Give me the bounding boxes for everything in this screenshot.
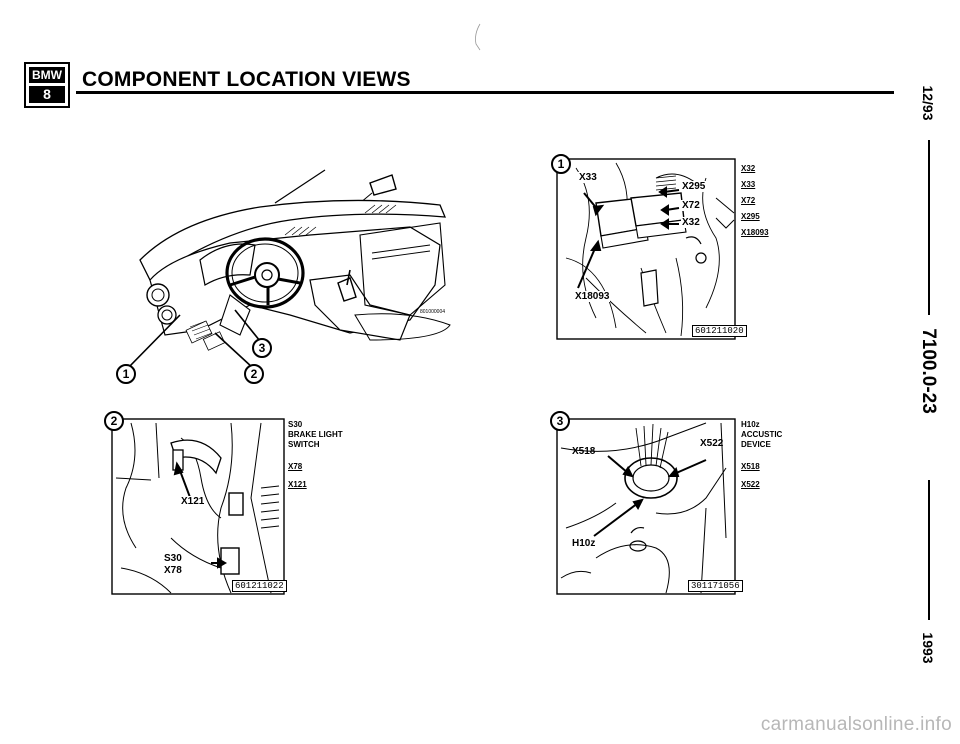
label-x18093: X18093 <box>574 291 611 302</box>
view-2-legend: S30 BRAKE LIGHT SWITCH X78 X121 <box>288 420 343 490</box>
view-2-number: 2 <box>104 411 124 431</box>
legend-x33: X33 <box>741 180 756 189</box>
side-rules <box>928 140 930 620</box>
side-section-number: 7100.0-23 <box>918 328 939 414</box>
legend-x32: X32 <box>741 164 756 173</box>
legend-x72: X72 <box>741 196 756 205</box>
legend-x522: X522 <box>741 480 760 489</box>
view-3-legend: H10z ACCUSTIC DEVICE X518 X522 <box>741 420 782 490</box>
legend-h10z-line-2: ACCUSTIC <box>741 430 783 439</box>
view-3-figure-code: 301171056 <box>688 580 743 592</box>
label-x518: X518 <box>572 446 596 457</box>
watermark: carmanualsonline.info <box>760 714 952 735</box>
label-x295: X295 <box>681 181 707 192</box>
legend-h10z-title: H10z <box>741 420 760 429</box>
overview-callout-3: 3 <box>252 338 272 358</box>
label-x72: X72 <box>681 200 701 211</box>
legend-s30-line-3: SWITCH <box>288 440 320 449</box>
label-x78: X78 <box>164 565 182 576</box>
legend-x18093: X18093 <box>741 228 769 237</box>
label-x522: X522 <box>700 438 724 449</box>
label-x121: X121 <box>180 496 206 507</box>
view-1-illustration <box>556 158 736 340</box>
view-2-figure-code: 601211022 <box>232 580 287 592</box>
label-x32: X32 <box>681 217 701 228</box>
label-s30: S30 <box>164 553 182 564</box>
label-x33: X33 <box>578 172 598 183</box>
legend-s30-line-2: BRAKE LIGHT <box>288 430 343 439</box>
legend-x78: X78 <box>288 462 303 471</box>
logo-series: 8 <box>29 86 65 103</box>
view-1-number: 1 <box>551 154 571 174</box>
page-title: COMPONENT LOCATION VIEWS <box>82 68 411 91</box>
side-date: 12/93 <box>920 85 936 121</box>
bmw-logo: BMW 8 <box>24 62 70 108</box>
label-h10z: H10z <box>572 538 596 549</box>
legend-x121: X121 <box>288 480 307 489</box>
view-3-number: 3 <box>550 411 570 431</box>
view-1-legend: X32 X33 X72 X295 X18093 <box>741 164 769 238</box>
overview-code: 801000004 <box>420 309 445 315</box>
overview-callout-2: 2 <box>244 364 264 384</box>
logo-brand: BMW <box>29 67 65 83</box>
legend-x295: X295 <box>741 212 760 221</box>
dashboard-illustration: 801000004 <box>125 169 451 371</box>
title-divider <box>76 91 894 94</box>
legend-s30-title: S30 <box>288 420 303 429</box>
side-year: 1993 <box>920 632 936 664</box>
view-1-figure-code: 601211020 <box>692 325 747 337</box>
view-3-illustration <box>556 418 736 595</box>
scan-mark <box>475 23 481 51</box>
overview-callout-1: 1 <box>116 364 136 384</box>
legend-h10z-line-3: DEVICE <box>741 440 771 449</box>
legend-x518: X518 <box>741 462 760 471</box>
